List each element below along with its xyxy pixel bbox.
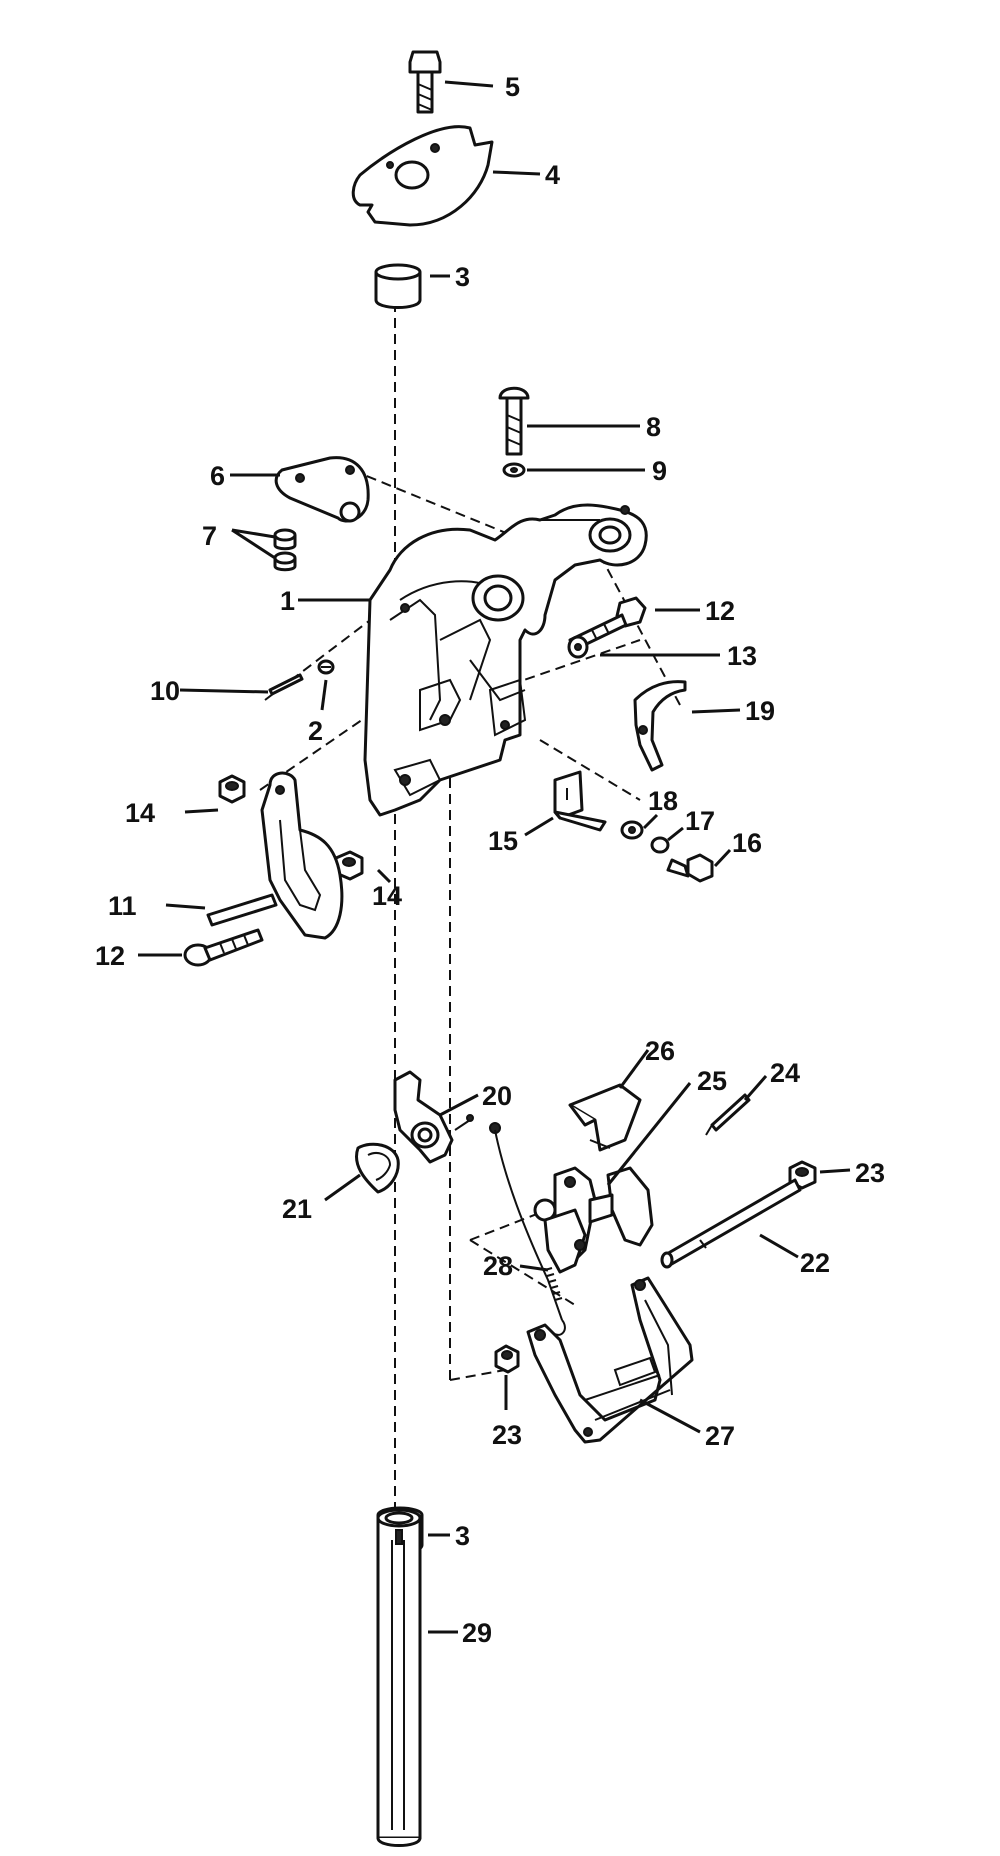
part-21-ring <box>355 1142 400 1194</box>
part-8-bolt <box>498 386 530 456</box>
callout-labels: 5 4 3 8 9 6 7 1 10 2 12 13 19 14 14 11 1… <box>95 72 885 1648</box>
leader-lines <box>138 80 851 1634</box>
part-27-yoke <box>526 1276 694 1444</box>
label-25: 25 <box>697 1066 727 1096</box>
part-6-plate <box>274 456 370 523</box>
label-28: 28 <box>483 1251 513 1281</box>
label-15: 15 <box>488 826 518 856</box>
label-20: 20 <box>482 1081 512 1111</box>
label-23-left: 23 <box>492 1420 522 1450</box>
label-23-right: 23 <box>855 1158 885 1188</box>
label-8: 8 <box>646 412 661 442</box>
part-11-plate <box>206 771 344 940</box>
label-10: 10 <box>150 676 180 706</box>
label-1: 1 <box>280 586 295 616</box>
label-6: 6 <box>210 461 225 491</box>
part-28-link-rod <box>489 1122 566 1336</box>
label-26: 26 <box>645 1036 675 1066</box>
part-4-plate <box>351 125 494 227</box>
part-19-lever <box>633 680 687 772</box>
label-11: 11 <box>108 891 137 921</box>
part-25-cam <box>533 1166 654 1274</box>
part-5-bolt <box>408 50 442 114</box>
label-14-left: 14 <box>125 798 155 828</box>
label-21: 21 <box>282 1194 312 1224</box>
label-13: 13 <box>727 641 757 671</box>
part-23-nut-left <box>494 1344 520 1374</box>
part-26-clip <box>568 1083 642 1152</box>
label-24: 24 <box>770 1058 800 1088</box>
label-19: 19 <box>745 696 775 726</box>
label-17: 17 <box>685 806 715 836</box>
part-20-cam-lever <box>393 1070 474 1164</box>
label-29: 29 <box>462 1618 492 1648</box>
part-2-pin <box>317 659 335 675</box>
label-14-right: 14 <box>372 881 402 911</box>
label-4: 4 <box>545 160 560 190</box>
part-15-bracket <box>553 770 607 832</box>
part-24-cotter-pin <box>705 1093 751 1136</box>
part-29-tube <box>376 1508 422 1847</box>
label-16: 16 <box>732 828 762 858</box>
label-2: 2 <box>308 716 323 746</box>
part-3-bushing-top <box>374 263 422 309</box>
part-7-grommets <box>273 528 297 572</box>
label-7: 7 <box>202 521 217 551</box>
label-9: 9 <box>652 456 667 486</box>
part-9-washer <box>502 462 526 478</box>
label-3-top: 3 <box>455 262 470 292</box>
label-5: 5 <box>505 72 520 102</box>
label-12-lower: 12 <box>95 941 125 971</box>
label-22: 22 <box>800 1248 830 1278</box>
part-12-bolt-lower <box>183 928 264 967</box>
part-1-bracket <box>363 503 648 817</box>
label-12-upper: 12 <box>705 596 735 626</box>
part-16-screw <box>666 853 714 883</box>
part-22-shaft <box>660 1178 802 1269</box>
label-3-bottom: 3 <box>455 1521 470 1551</box>
label-18: 18 <box>648 786 678 816</box>
part-13-washer <box>567 635 589 659</box>
part-14-nut-left <box>218 774 246 804</box>
part-17-lockwasher <box>650 836 670 854</box>
label-27: 27 <box>705 1421 735 1451</box>
part-18-washer <box>620 820 644 840</box>
part-10-cotter-pin <box>268 673 304 696</box>
